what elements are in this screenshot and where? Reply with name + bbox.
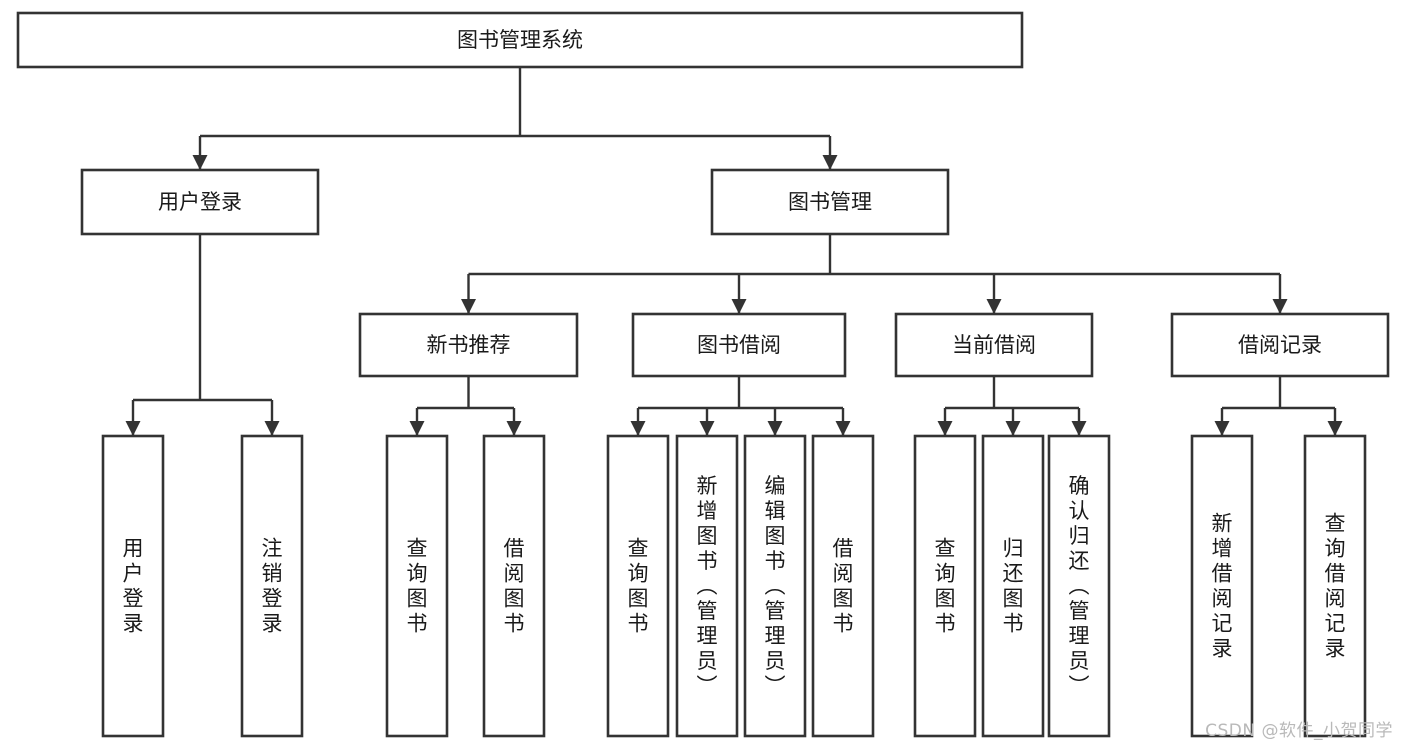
node-leaf-query-book-rec[interactable]: 查询图书: [385, 434, 449, 738]
node-user-login[interactable]: 用户登录: [80, 168, 320, 236]
node-leaf-query-book-borrow[interactable]: 查询图书: [606, 434, 670, 738]
node-box-leaf-query-book-rec: [385, 434, 449, 738]
node-leaf-logout[interactable]: 注销登录: [240, 434, 304, 738]
node-box-leaf-add-book-admin: [675, 434, 739, 738]
connector-layer: [125, 67, 1343, 436]
node-label-borrow-record: 借阅记录: [1238, 333, 1322, 357]
node-box-root: [16, 11, 1024, 69]
node-leaf-borrow-book[interactable]: 借阅图书: [811, 434, 875, 738]
node-leaf-return-book[interactable]: 归还图书: [981, 434, 1045, 738]
arrow-head-icon: [1214, 421, 1230, 436]
node-label-leaf-logout: 注销登录: [262, 537, 283, 636]
node-label-new-book-recommend: 新书推荐: [427, 333, 511, 357]
node-borrow-record[interactable]: 借阅记录: [1170, 312, 1390, 378]
node-label-leaf-query-book-rec: 查询图书: [407, 537, 428, 636]
node-leaf-add-book-admin[interactable]: 新增图书︵管理员︶: [675, 434, 739, 738]
node-label-leaf-user-login: 用户登录: [123, 537, 144, 636]
connector-from-book-manage: [461, 234, 1288, 314]
node-label-leaf-query-book-borrow: 查询图书: [628, 537, 649, 636]
arrow-head-icon: [986, 299, 1002, 314]
node-layer: 图书管理系统用户登录图书管理新书推荐图书借阅当前借阅借阅记录用户登录注销登录查询…: [16, 11, 1390, 738]
node-leaf-user-login[interactable]: 用户登录: [101, 434, 165, 738]
node-box-new-book-recommend: [358, 312, 579, 378]
node-leaf-query-borrow-record[interactable]: 查询借阅记录: [1303, 434, 1367, 738]
node-label-leaf-add-book-admin: 新增图书︵管理员︶: [697, 474, 718, 698]
arrow-head-icon: [937, 421, 953, 436]
arrow-head-icon: [1272, 299, 1288, 314]
arrow-head-icon: [409, 421, 425, 436]
node-box-book-borrow: [631, 312, 847, 378]
connector-from-book-borrow: [630, 376, 851, 436]
arrow-head-icon: [1327, 421, 1343, 436]
node-box-leaf-return-book: [981, 434, 1045, 738]
node-box-leaf-logout: [240, 434, 304, 738]
arrow-head-icon: [835, 421, 851, 436]
node-leaf-edit-book-admin[interactable]: 编辑图书︵管理员︶: [743, 434, 807, 738]
node-label-leaf-add-borrow-record: 新增借阅记录: [1212, 512, 1233, 661]
node-box-current-borrow: [894, 312, 1094, 378]
connector-from-user-login: [125, 234, 280, 436]
node-box-leaf-query-book-borrow: [606, 434, 670, 738]
node-box-leaf-query-book-current: [913, 434, 977, 738]
connector-from-current-borrow: [937, 376, 1087, 436]
arrow-head-icon: [125, 421, 141, 436]
connector-from-borrow-record: [1214, 376, 1343, 436]
node-box-leaf-user-login: [101, 434, 165, 738]
node-new-book-recommend[interactable]: 新书推荐: [358, 312, 579, 378]
node-label-leaf-borrow-book: 借阅图书: [833, 537, 854, 636]
connector-from-root: [192, 67, 838, 170]
node-label-book-manage: 图书管理: [788, 190, 872, 214]
node-current-borrow[interactable]: 当前借阅: [894, 312, 1094, 378]
node-label-leaf-edit-book-admin: 编辑图书︵管理员︶: [765, 474, 786, 698]
node-leaf-confirm-return-admin[interactable]: 确认归还︵管理员︶: [1047, 434, 1111, 738]
node-box-leaf-add-borrow-record: [1190, 434, 1254, 738]
arrow-head-icon: [1005, 421, 1021, 436]
arrow-head-icon: [1071, 421, 1087, 436]
node-box-leaf-borrow-book: [811, 434, 875, 738]
node-box-leaf-query-borrow-record: [1303, 434, 1367, 738]
node-label-leaf-query-book-current: 查询图书: [935, 537, 956, 636]
arrow-head-icon: [264, 421, 280, 436]
node-leaf-borrow-book-rec[interactable]: 借阅图书: [482, 434, 546, 738]
node-box-leaf-borrow-book-rec: [482, 434, 546, 738]
csdn-watermark: CSDN @软件_小贺同学: [1205, 721, 1393, 741]
node-leaf-query-book-current[interactable]: 查询图书: [913, 434, 977, 738]
arrow-head-icon: [461, 299, 476, 314]
arrow-head-icon: [192, 155, 208, 170]
node-book-manage[interactable]: 图书管理: [710, 168, 950, 236]
node-label-leaf-return-book: 归还图书: [1003, 537, 1024, 636]
node-box-leaf-confirm-return-admin: [1047, 434, 1111, 738]
arrow-head-icon: [506, 421, 522, 436]
node-box-leaf-edit-book-admin: [743, 434, 807, 738]
arrow-head-icon: [822, 155, 838, 170]
node-label-leaf-confirm-return-admin: 确认归还︵管理员︶: [1069, 474, 1090, 698]
arrow-head-icon: [767, 421, 783, 436]
node-label-current-borrow: 当前借阅: [952, 333, 1036, 357]
arrow-head-icon: [731, 299, 747, 314]
node-box-book-manage: [710, 168, 950, 236]
node-book-borrow[interactable]: 图书借阅: [631, 312, 847, 378]
connector-from-new-book-recommend: [409, 376, 522, 436]
node-box-borrow-record: [1170, 312, 1390, 378]
node-leaf-add-borrow-record[interactable]: 新增借阅记录: [1190, 434, 1254, 738]
node-root[interactable]: 图书管理系统: [16, 11, 1024, 69]
node-label-root: 图书管理系统: [457, 28, 583, 52]
node-label-book-borrow: 图书借阅: [697, 333, 781, 357]
arrow-head-icon: [699, 421, 715, 436]
node-label-leaf-borrow-book-rec: 借阅图书: [504, 537, 525, 636]
arrow-head-icon: [630, 421, 646, 436]
node-box-user-login: [80, 168, 320, 236]
node-label-user-login: 用户登录: [158, 190, 242, 214]
node-label-leaf-query-borrow-record: 查询借阅记录: [1325, 512, 1346, 661]
